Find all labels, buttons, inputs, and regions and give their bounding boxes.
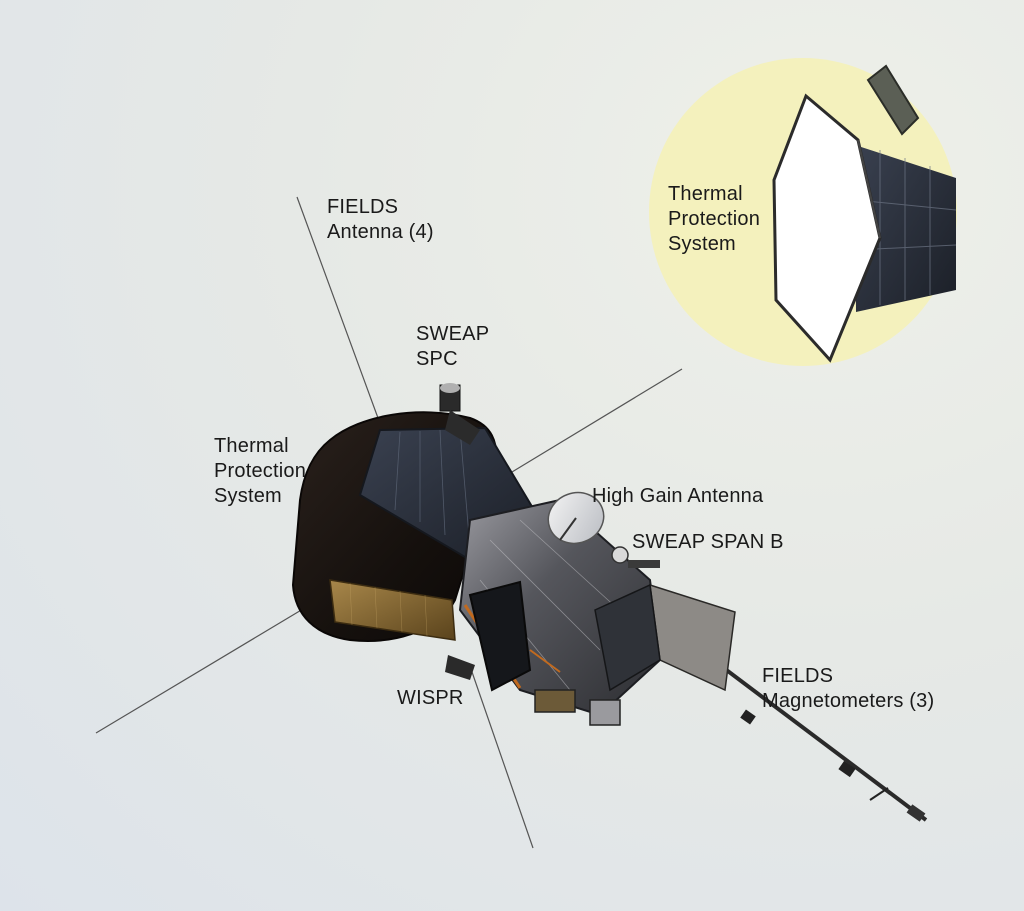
high-gain-antenna (547, 491, 605, 545)
label-fields-mag-line2: Magnetometers (3) (762, 690, 935, 712)
label-inset-tps-line1: Thermal (668, 183, 743, 205)
label-fields-antenna-line2: Antenna (4) (327, 221, 434, 243)
label-tps-line1: Thermal (214, 435, 289, 457)
label-inset-tps-line2: Protection (668, 208, 761, 230)
label-fields-magnetometers: FIELDS Magnetometers (3) (762, 664, 934, 714)
wispr-instrument (445, 580, 532, 692)
label-inset-tps-line3: System (668, 233, 736, 255)
label-fields-antenna: FIELDS Antenna (4) (327, 195, 434, 245)
label-sweap-span-b: SWEAP SPAN B (632, 530, 784, 555)
fields-antennas (95, 196, 683, 849)
label-wispr-text: WISPR (397, 687, 464, 709)
solar-array-gold (329, 579, 456, 641)
inset-solar-panel-top (866, 64, 920, 136)
label-fields-antenna-line1: FIELDS (327, 196, 399, 218)
sweap-span-b (611, 546, 660, 568)
label-high-gain-antenna: High Gain Antenna (592, 484, 763, 509)
label-sweap-spc-line1: SWEAP (416, 323, 490, 345)
label-sweap-spc-line2: SPC (416, 348, 458, 370)
lower-instruments (534, 689, 621, 726)
label-sweap-spc: SWEAP SPC (416, 322, 489, 372)
solar-array-right (594, 583, 736, 692)
label-sweap-span-b-text: SWEAP SPAN B (632, 531, 784, 553)
label-tps-line3: System (214, 485, 282, 507)
inset-view (649, 58, 957, 366)
label-thermal-protection-system: Thermal Protection System (214, 434, 306, 509)
label-tps-line2: Protection (214, 460, 307, 482)
sweap-spc (439, 383, 480, 445)
label-high-gain-antenna-text: High Gain Antenna (592, 485, 764, 507)
label-wispr: WISPR (397, 686, 464, 711)
label-fields-mag-line1: FIELDS (762, 665, 834, 687)
label-inset-thermal-protection-system: Thermal Protection System (668, 182, 760, 257)
